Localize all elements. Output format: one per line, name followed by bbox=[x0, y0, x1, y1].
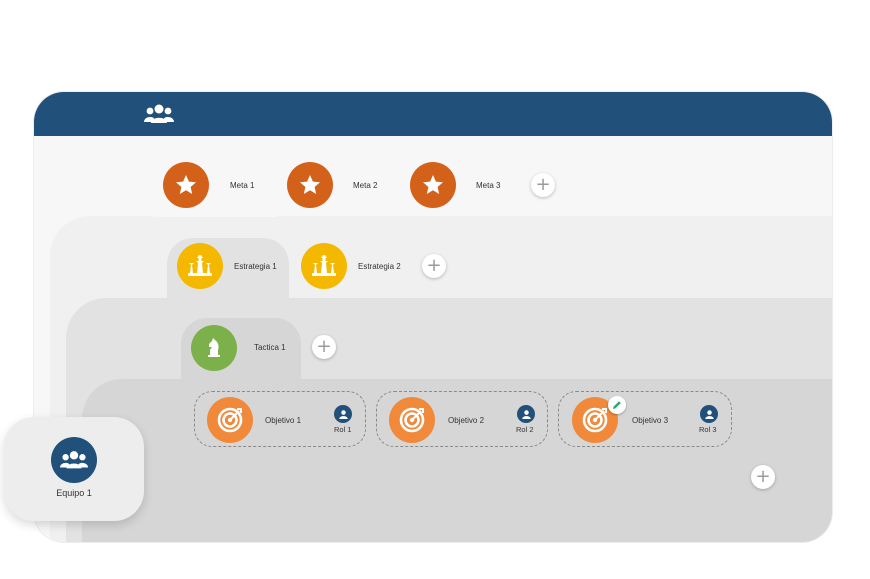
team-icon bbox=[60, 449, 88, 471]
role-3-label: Rol 3 bbox=[699, 425, 717, 434]
tactic-1-button[interactable] bbox=[191, 325, 237, 371]
objective-3-card[interactable] bbox=[558, 391, 732, 447]
strategy-2-label: Estrategia 2 bbox=[358, 262, 401, 271]
objective-1-card[interactable] bbox=[194, 391, 366, 447]
chess-pieces-icon bbox=[309, 254, 339, 278]
target-icon bbox=[215, 405, 245, 435]
role-2-label: Rol 2 bbox=[516, 425, 534, 434]
goal-1-label: Meta 1 bbox=[230, 181, 255, 190]
goal-1-button[interactable] bbox=[163, 162, 209, 208]
add-objective-button[interactable]: + bbox=[751, 465, 775, 489]
add-strategy-button[interactable]: + bbox=[422, 254, 446, 278]
add-goal-button[interactable]: + bbox=[531, 173, 555, 197]
star-icon bbox=[421, 173, 445, 197]
tactic-1-label: Tactica 1 bbox=[254, 343, 286, 352]
team-avatar bbox=[51, 437, 97, 483]
goal-2-button[interactable] bbox=[287, 162, 333, 208]
objective-3-label: Objetivo 3 bbox=[632, 416, 669, 425]
add-tactic-button[interactable]: + bbox=[312, 335, 336, 359]
objective-2-label: Objetivo 2 bbox=[448, 416, 485, 425]
board-header bbox=[34, 92, 832, 136]
person-icon bbox=[337, 408, 350, 421]
chess-pieces-icon bbox=[185, 254, 215, 278]
planning-board bbox=[34, 92, 832, 542]
target-icon bbox=[580, 405, 610, 435]
goal-2-label: Meta 2 bbox=[353, 181, 378, 190]
objective-1-label: Objetivo 1 bbox=[265, 416, 302, 425]
star-icon bbox=[298, 173, 322, 197]
edit-objective-3-button[interactable] bbox=[608, 396, 626, 414]
role-3-avatar[interactable] bbox=[700, 405, 718, 423]
star-icon bbox=[174, 173, 198, 197]
person-icon bbox=[520, 408, 533, 421]
objective-2-card[interactable] bbox=[376, 391, 548, 447]
objective-1-button[interactable] bbox=[207, 397, 253, 443]
role-1-label: Rol 1 bbox=[334, 425, 352, 434]
team-icon bbox=[144, 102, 174, 126]
objective-2-button[interactable] bbox=[389, 397, 435, 443]
team-label: Equipo 1 bbox=[56, 488, 92, 498]
role-2-avatar[interactable] bbox=[517, 405, 535, 423]
strategy-1-button[interactable] bbox=[177, 243, 223, 289]
strategy-1-label: Estrategia 1 bbox=[234, 262, 277, 271]
strategy-2-button[interactable] bbox=[301, 243, 347, 289]
goal-3-button[interactable] bbox=[410, 162, 456, 208]
person-icon bbox=[703, 408, 716, 421]
goal-3-label: Meta 3 bbox=[476, 181, 501, 190]
target-icon bbox=[397, 405, 427, 435]
pencil-icon bbox=[613, 401, 621, 409]
team-card[interactable]: Equipo 1 bbox=[4, 417, 144, 521]
role-1-avatar[interactable] bbox=[334, 405, 352, 423]
chess-knight-icon bbox=[202, 336, 226, 360]
